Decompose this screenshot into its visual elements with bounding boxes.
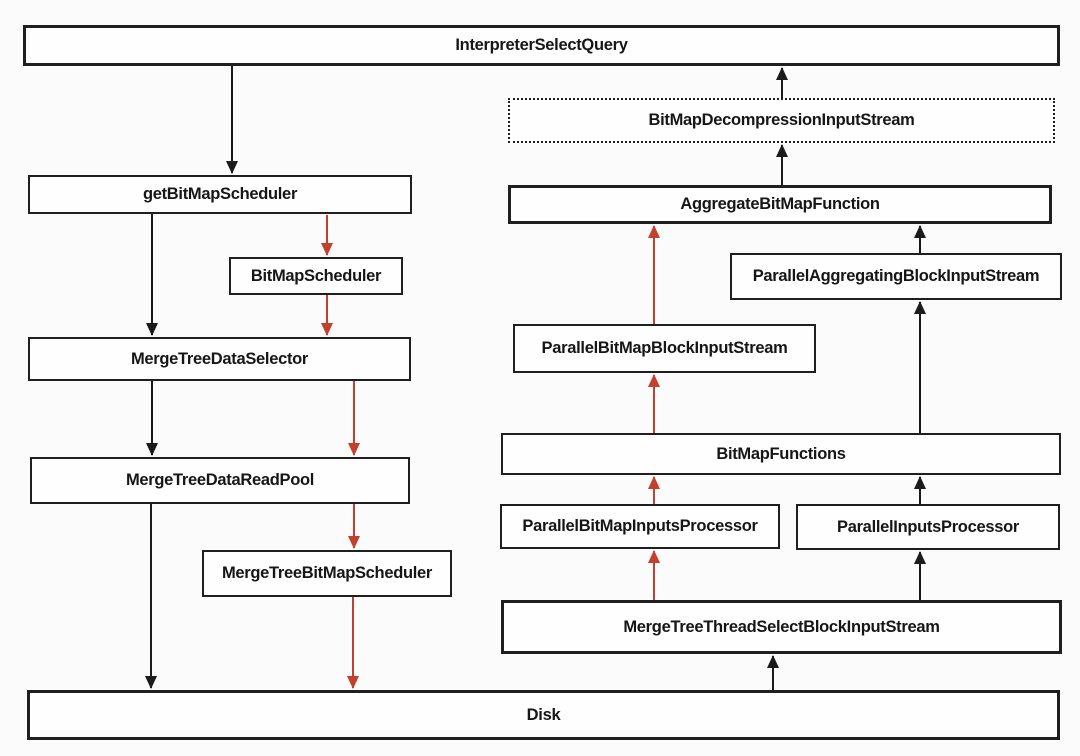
arrow-down-icon [145, 323, 158, 336]
node-label: ParallelAggregatingBlockInputStream [752, 267, 1040, 285]
node-mergetree-data-selector: MergeTreeDataSelector [28, 337, 411, 381]
node-mergetree-data-read-pool: MergeTreeDataReadPool [30, 457, 410, 504]
node-label: Disk [526, 705, 561, 724]
node-label: ParallelBitMapBlockInputStream [541, 339, 788, 357]
node-label: ParallelBitMapInputsProcessor [522, 517, 758, 535]
node-label: InterpreterSelectQuery [455, 36, 628, 54]
arrow-up-icon [913, 476, 926, 489]
node-parallel-bitmap-inputs-processor: ParallelBitMapInputsProcessor [500, 504, 780, 549]
node-interpreter-select-query: InterpreterSelectQuery [23, 25, 1060, 66]
arrow-down-icon [145, 443, 158, 456]
node-bitmap-functions: BitMapFunctions [501, 433, 1061, 475]
arrow-up-icon [775, 144, 788, 157]
node-parallel-bitmap-block-input-stream: ParallelBitMapBlockInputStream [513, 324, 816, 373]
node-label: AggregateBitMapFunction [680, 195, 880, 213]
node-label: MergeTreeDataSelector [130, 349, 309, 368]
node-mergetree-thread-select-block-input-stream: MergeTreeThreadSelectBlockInputStream [501, 600, 1062, 654]
node-bitmap-decompression-input-stream: BitMapDecompressionInputStream [508, 98, 1055, 143]
node-label: MergeTreeBitMapScheduler [221, 564, 433, 582]
arrow-down-icon [346, 676, 359, 689]
arrow-up-icon [775, 67, 788, 80]
arrow-down-icon [320, 243, 333, 256]
arrow-up-icon [766, 655, 779, 668]
arrow-up-icon [647, 550, 660, 563]
arrow-down-icon [347, 443, 360, 456]
node-aggregate-bitmap-function: AggregateBitMapFunction [508, 185, 1052, 224]
arrow-up-icon [913, 225, 926, 238]
node-get-bitmap-scheduler: getBitMapScheduler [28, 175, 412, 214]
node-label: ParallelInputsProcessor [836, 517, 1019, 536]
arrow-down-icon [225, 161, 238, 174]
arrow-down-icon [320, 323, 333, 336]
node-disk: Disk [27, 690, 1060, 740]
arrow-up-icon [647, 476, 660, 489]
node-label: BitMapDecompressionInputStream [648, 111, 915, 129]
arrow-up-icon [647, 374, 660, 387]
node-label: getBitMapScheduler [142, 185, 298, 203]
node-label: MergeTreeDataReadPool [125, 471, 315, 489]
node-parallel-aggregating-block-input-stream: ParallelAggregatingBlockInputStream [730, 253, 1062, 300]
node-label: MergeTreeThreadSelectBlockInputStream [623, 617, 940, 636]
node-label: BitMapScheduler [250, 266, 382, 285]
node-bitmap-scheduler: BitMapScheduler [229, 257, 403, 295]
node-label: BitMapFunctions [716, 444, 846, 463]
arrow-up-icon [913, 301, 926, 314]
node-parallel-inputs-processor: ParallelInputsProcessor [796, 504, 1060, 550]
arrow-down-icon [144, 676, 157, 689]
arrow-down-icon [347, 536, 360, 549]
arrow-up-icon [647, 225, 660, 238]
node-mergetree-bitmap-scheduler: MergeTreeBitMapScheduler [202, 550, 452, 597]
arrow-up-icon [913, 551, 926, 564]
